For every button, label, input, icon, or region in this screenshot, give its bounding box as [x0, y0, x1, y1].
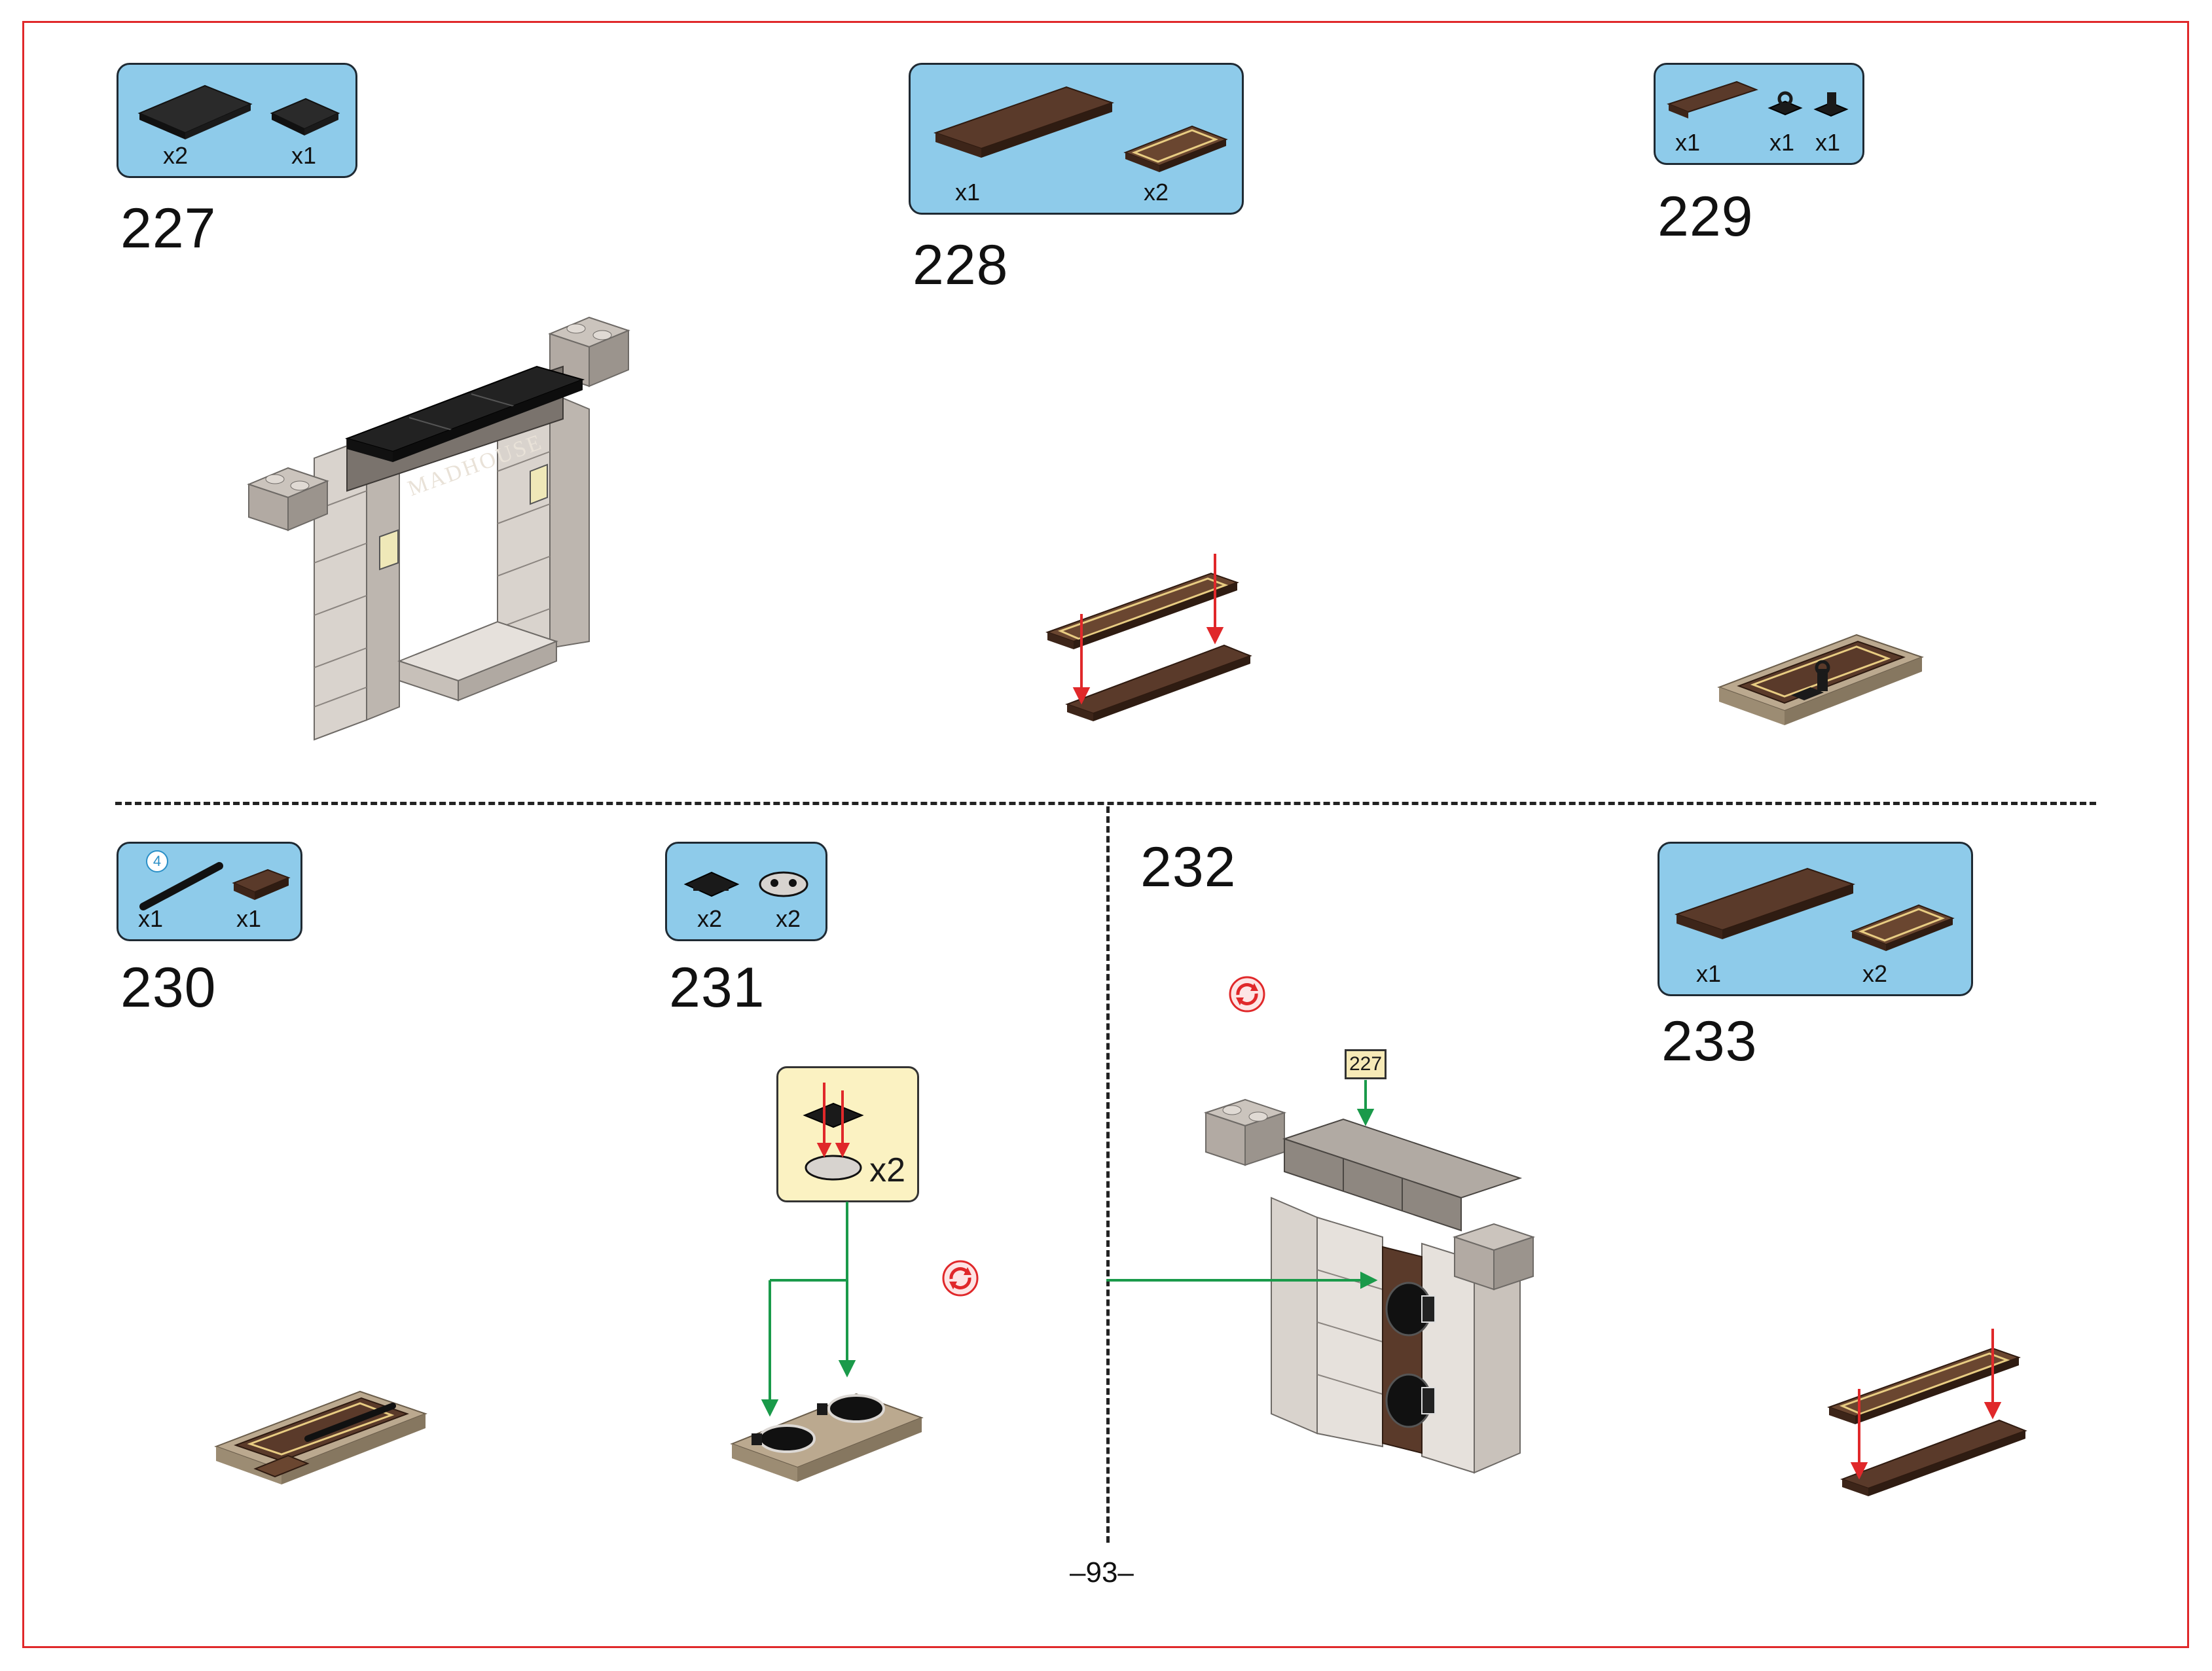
part-qty: x1	[1769, 129, 1795, 156]
part-qty: x1	[1815, 129, 1841, 156]
plate-modified-clips-black-icon	[683, 871, 740, 897]
step-number: 227	[120, 197, 217, 260]
part-qty: x2	[1862, 960, 1888, 987]
step-number: 230	[120, 956, 217, 1019]
parts-box-231: x2 x2	[665, 842, 827, 941]
section-divider-vertical	[1106, 806, 1110, 1543]
part-qty: x2	[697, 905, 723, 932]
tile-2x4-black-icon	[137, 84, 253, 139]
parts-box-228: x1 x2	[909, 63, 1244, 215]
tile-2x2-black-icon	[270, 98, 340, 135]
step-number: 229	[1658, 185, 1754, 248]
brown-plate-assembly-228	[1045, 554, 1252, 721]
part-qty: x1	[138, 905, 164, 932]
step-reference-label: 227	[1345, 1049, 1387, 1079]
sub-assembly-callout: x2	[776, 1066, 919, 1202]
bar-black-icon	[139, 862, 223, 910]
part-qty: x1	[1675, 129, 1701, 156]
tile-1x4-brown-icon	[1667, 81, 1758, 118]
rotate-icon	[1229, 976, 1265, 1013]
facade-back-assembly-232	[1203, 1080, 1536, 1474]
callout-qty: x2	[869, 1151, 905, 1189]
part-qty: x1	[291, 142, 317, 169]
green-arrows-231	[761, 1202, 856, 1417]
part-qty: x1	[236, 905, 262, 932]
madhouse-facade-model: MADHOUSE	[247, 316, 630, 741]
part-qty: x2	[1144, 179, 1169, 206]
part-qty: x2	[776, 905, 801, 932]
sub-assembly-icon	[803, 1083, 864, 1181]
step-number: 232	[1140, 836, 1237, 899]
bracket-piece-black-icon	[1813, 92, 1849, 117]
part-qty: x1	[1696, 960, 1722, 987]
clip-piece-black-icon	[1768, 91, 1803, 116]
round-plate-grey-icon	[759, 871, 808, 897]
green-arrow-232-left	[1106, 1271, 1378, 1289]
tan-plate-assembly-231	[730, 1393, 924, 1482]
page-frame	[22, 21, 2189, 1648]
section-divider-horizontal	[115, 802, 2096, 805]
parts-box-230: 4 x1 x1	[117, 842, 302, 941]
page-number: –93–	[1070, 1556, 1134, 1589]
tile-2x4-decorated-icon	[1123, 125, 1228, 172]
tile-1x2-brown-icon	[232, 869, 291, 900]
part-qty: x2	[163, 142, 189, 169]
rotate-icon	[942, 1260, 979, 1297]
tan-plate-assembly-229	[1717, 634, 1924, 725]
parts-box-229: x1 x1 x1	[1654, 63, 1864, 165]
tan-plate-assembly-230	[214, 1390, 427, 1484]
step-number: 233	[1661, 1010, 1758, 1073]
brown-plate-assembly-233	[1827, 1329, 2027, 1496]
part-qty: x1	[955, 179, 981, 206]
step-number: 228	[913, 234, 1009, 296]
plate-2x8-brown-icon	[933, 86, 1115, 158]
plate-2x8-brown-icon	[1674, 867, 1856, 939]
step-number: 231	[669, 956, 765, 1019]
length-badge: 4	[146, 850, 168, 872]
parts-box-233: x1 x2	[1658, 842, 1973, 996]
tile-2x4-decorated-icon	[1850, 904, 1955, 951]
parts-box-227: x2 x1	[117, 63, 357, 178]
